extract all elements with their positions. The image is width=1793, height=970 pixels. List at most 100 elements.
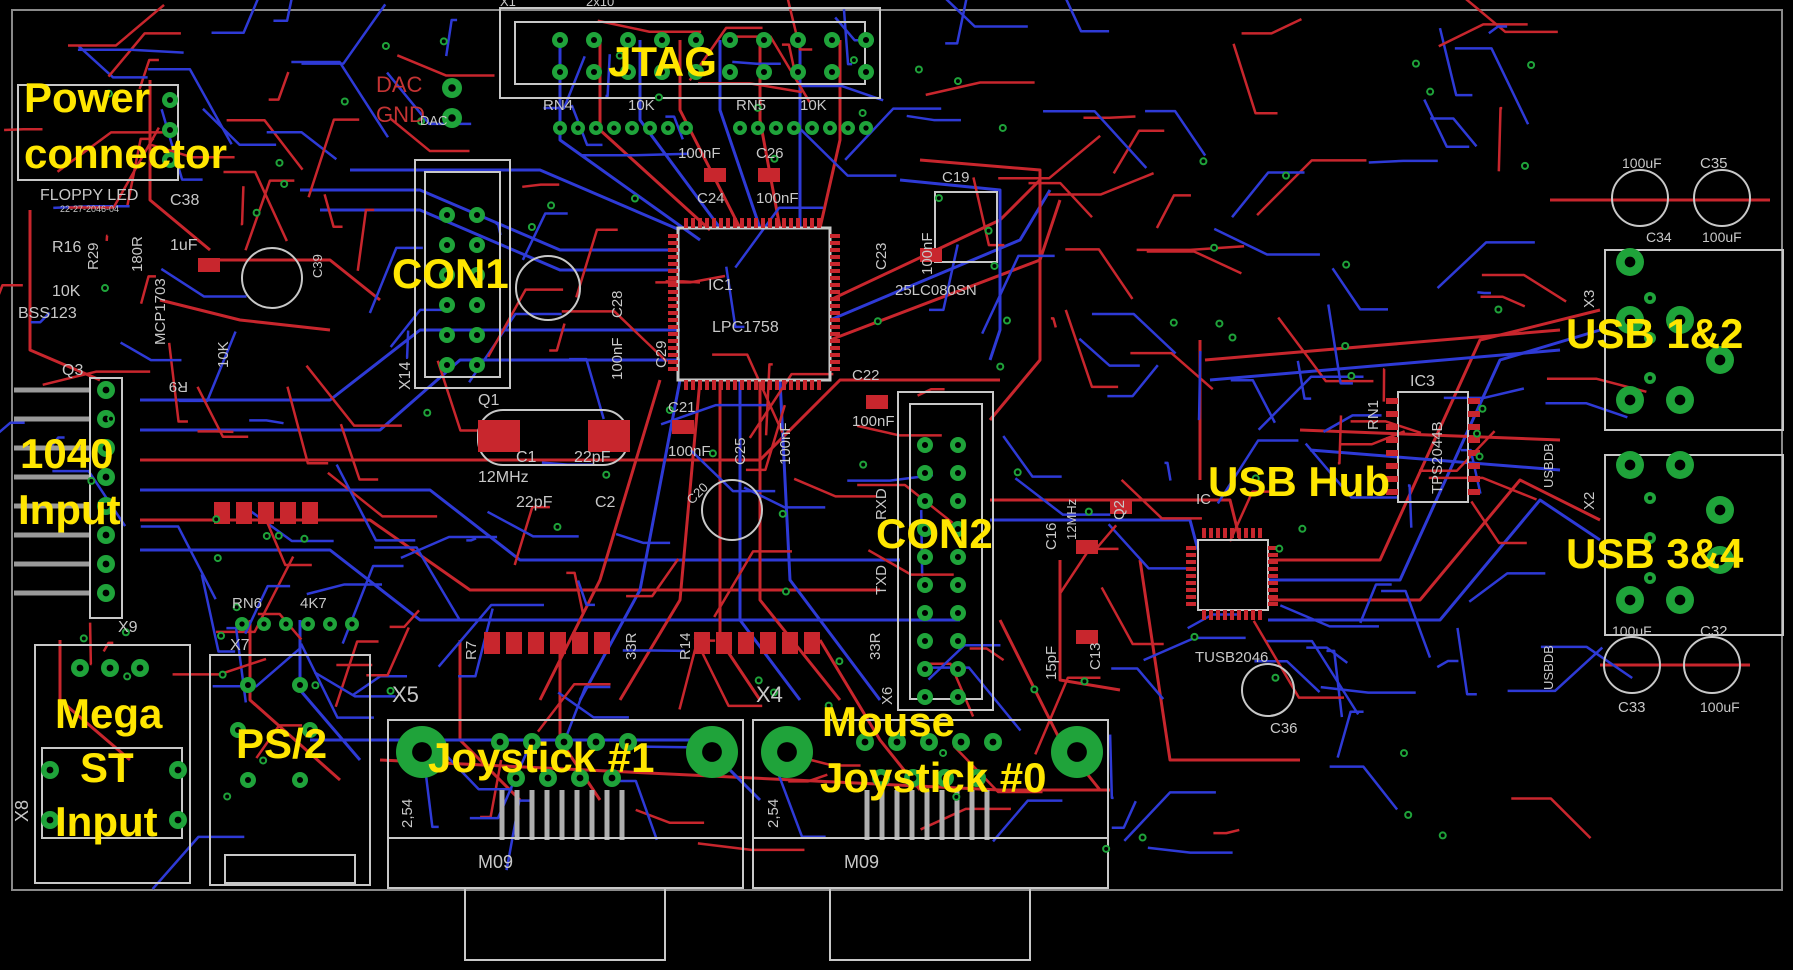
hub-pin <box>1202 610 1206 620</box>
pad-hole <box>760 68 768 76</box>
trace <box>522 183 560 189</box>
pad-hole <box>1000 125 1005 130</box>
trace <box>1123 791 1216 842</box>
trace <box>1197 351 1202 421</box>
pad-hole <box>862 36 870 44</box>
label-mouse-line2: Joystick #0 <box>820 754 1047 801</box>
trace <box>379 758 1110 792</box>
pad-hole <box>528 738 536 746</box>
r9-label: R9 <box>169 378 188 395</box>
r-value-b: 33R <box>867 632 884 660</box>
q2-label: Q2 <box>1111 500 1128 520</box>
resistor-pad <box>302 502 318 524</box>
pad-hole <box>647 125 653 131</box>
trace <box>273 0 293 23</box>
trace <box>436 360 484 432</box>
m09a-label: M09 <box>478 852 513 872</box>
pad-hole <box>220 672 225 677</box>
gnd-label: GND <box>376 102 425 127</box>
cap-pad <box>1076 540 1098 554</box>
c34-value: 100uF <box>1702 229 1742 245</box>
pad-hole <box>893 738 901 746</box>
pad-hole <box>794 36 802 44</box>
pad-hole <box>941 750 946 755</box>
pad-hole <box>448 84 456 92</box>
pad-hole <box>957 738 965 746</box>
pad-hole <box>954 553 962 561</box>
qfp-pin <box>740 380 744 390</box>
qfp-pin <box>668 360 678 364</box>
trace <box>167 342 188 423</box>
label-power-line2: connector <box>24 130 227 177</box>
qfp-pin <box>668 346 678 350</box>
hub-pin <box>1186 581 1196 585</box>
c25-value: 100nF <box>777 422 794 465</box>
trace <box>786 0 813 51</box>
x3-label: X3 <box>1581 290 1598 308</box>
c28-label: C28 <box>609 290 626 318</box>
pad-hole <box>658 68 666 76</box>
pad-hole <box>1171 320 1176 325</box>
crystal-pad <box>478 420 520 452</box>
trace <box>1107 364 1159 398</box>
tps-label: TPS2044B <box>1429 421 1446 494</box>
trace <box>1155 194 1191 229</box>
label-usb12: USB 1&2 <box>1566 310 1743 357</box>
trace <box>240 186 245 226</box>
qfp-pin <box>668 325 678 329</box>
pad-hole <box>1647 375 1653 381</box>
trace <box>313 671 396 698</box>
trace <box>764 363 773 436</box>
trace <box>486 510 579 538</box>
trace <box>1381 589 1432 658</box>
trace <box>1299 428 1561 442</box>
pad-hole <box>954 469 962 477</box>
qfp-pin <box>803 380 807 390</box>
ps2-connector <box>209 654 371 886</box>
trace <box>1443 387 1525 400</box>
trace <box>105 234 109 241</box>
q1-label: Q1 <box>478 392 499 409</box>
trace <box>1138 559 1300 762</box>
copper-traces <box>0 0 1770 890</box>
trace <box>818 40 842 229</box>
c1-label: C1 <box>516 449 537 466</box>
tps-pin <box>1468 489 1480 495</box>
pad-hole <box>1647 535 1653 541</box>
c22-label: C22 <box>852 367 880 384</box>
trace <box>1480 295 1526 308</box>
trace <box>1209 348 1561 382</box>
tps-pin <box>1468 437 1480 443</box>
pad-hole <box>1624 459 1636 471</box>
tps-pin <box>1386 489 1398 495</box>
trace <box>1339 430 1406 446</box>
qfp-pin <box>740 218 744 228</box>
r9-value: 10K <box>215 341 232 368</box>
trace <box>138 58 159 90</box>
trace <box>1507 646 1604 693</box>
trace <box>1232 43 1278 115</box>
c23-label: C23 <box>873 242 890 270</box>
trace <box>1306 646 1349 664</box>
qfp-pin <box>830 311 840 315</box>
trace <box>1359 583 1392 624</box>
pad-hole <box>954 581 962 589</box>
pad-hole <box>1647 575 1653 581</box>
trace <box>1465 0 1558 34</box>
hub-pin <box>1268 553 1278 557</box>
trace <box>0 421 25 434</box>
pad-hole <box>1647 295 1653 301</box>
pad-hole <box>276 533 281 538</box>
pad-hole <box>877 774 885 782</box>
trace <box>1058 560 1121 692</box>
pad-hole <box>1300 526 1305 531</box>
trace <box>1107 523 1189 570</box>
trace <box>1213 828 1240 835</box>
trace <box>323 193 343 228</box>
pad-hole <box>443 211 451 219</box>
lpc-label: LPC1758 <box>712 319 779 336</box>
trace <box>389 609 420 629</box>
pad-hole <box>921 581 929 589</box>
trace <box>1108 734 1114 800</box>
pad-hole <box>219 633 224 638</box>
